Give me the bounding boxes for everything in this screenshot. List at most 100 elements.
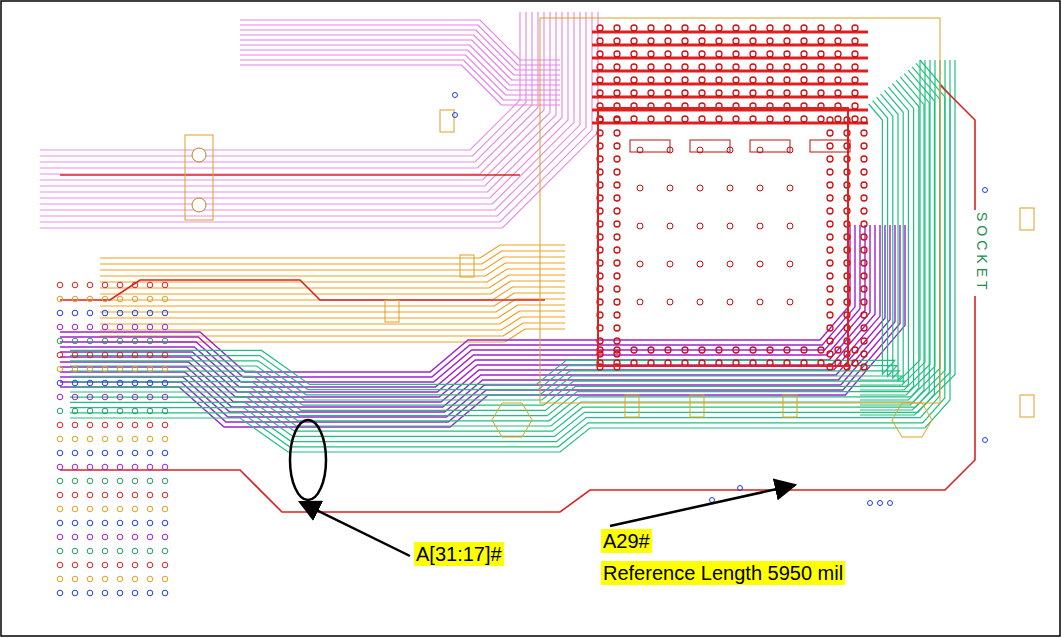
pcb-trace: [40, 12, 526, 156]
via: [87, 422, 93, 428]
socket-pin: [682, 116, 688, 122]
socket-pin: [827, 195, 833, 201]
socket-pin: [861, 117, 867, 123]
capacitor-pad: [690, 140, 730, 152]
socket-pin: [614, 25, 620, 31]
socket-pin: [861, 247, 867, 253]
socket-pin: [827, 182, 833, 188]
socket-pin: [648, 116, 654, 122]
socket-pin: [597, 77, 603, 83]
via: [57, 352, 63, 358]
via: [117, 422, 123, 428]
via: [102, 520, 108, 526]
via: [87, 548, 93, 554]
socket-pin: [631, 116, 637, 122]
socket-pin: [699, 116, 705, 122]
socket-pin: [767, 38, 773, 44]
socket-pin: [697, 223, 703, 229]
via-field: [57, 282, 168, 596]
socket-boss: [892, 403, 932, 437]
pcb-trace: [100, 245, 565, 258]
pcb-trace: [40, 12, 574, 204]
via: [102, 576, 108, 582]
socket-pin: [682, 25, 688, 31]
socket-pin: [614, 117, 620, 123]
socket-pin: [861, 299, 867, 305]
via: [57, 534, 63, 540]
pcb-trace: [40, 12, 532, 162]
socket-pin: [750, 25, 756, 31]
socket-pin: [614, 221, 620, 227]
socket-pin: [699, 64, 705, 70]
socket-pin: [648, 64, 654, 70]
via: [162, 534, 168, 540]
via: [117, 520, 123, 526]
via: [147, 450, 153, 456]
via: [147, 492, 153, 498]
socket-pin: [818, 77, 824, 83]
pcb-trace: [60, 225, 855, 377]
socket-pin: [614, 299, 620, 305]
socket-pin: [665, 64, 671, 70]
socket-pin: [861, 234, 867, 240]
socket-pin: [827, 286, 833, 292]
via: [87, 408, 93, 414]
via: [132, 366, 138, 372]
via: [72, 408, 78, 414]
socket-pin: [827, 325, 833, 331]
pcb-trace: [100, 275, 565, 288]
via: [72, 422, 78, 428]
pcb-trace: [40, 12, 592, 222]
pcb-trace: [40, 12, 538, 168]
via: [72, 562, 78, 568]
mounting-hole: [192, 148, 206, 162]
pcb-trace: [70, 101, 897, 390]
via: [888, 501, 893, 506]
via: [132, 548, 138, 554]
via: [132, 408, 138, 414]
socket-pin: [861, 273, 867, 279]
via: [72, 520, 78, 526]
via: [57, 436, 63, 442]
via: [102, 338, 108, 344]
via: [147, 310, 153, 316]
component-pad: [1020, 395, 1034, 417]
pcb-trace: [860, 60, 955, 415]
via: [453, 113, 458, 118]
mounting-hole: [192, 198, 206, 212]
via: [132, 576, 138, 582]
via: [132, 422, 138, 428]
via: [117, 352, 123, 358]
pcb-trace: [40, 12, 586, 216]
via: [87, 534, 93, 540]
via: [57, 576, 63, 582]
via: [132, 506, 138, 512]
pcb-trace: [240, 65, 560, 105]
socket-pin: [861, 325, 867, 331]
socket-pin: [818, 38, 824, 44]
trace-bundle: [40, 12, 598, 228]
socket-pin: [614, 347, 620, 353]
via: [102, 324, 108, 330]
socket-pin: [861, 351, 867, 357]
pcb-trace: [860, 60, 950, 410]
via: [162, 310, 168, 316]
socket-pin: [784, 90, 790, 96]
part-outline: [185, 135, 213, 220]
socket-pin: [757, 223, 763, 229]
via: [72, 394, 78, 400]
pcb-trace: [40, 12, 598, 228]
via: [162, 478, 168, 484]
via: [147, 464, 153, 470]
socket-pin: [716, 77, 722, 83]
via: [72, 534, 78, 540]
socket-pin: [750, 51, 756, 57]
socket-pin: [852, 38, 858, 44]
socket-pin: [827, 299, 833, 305]
socket-pin: [852, 51, 858, 57]
socket-pin: [697, 185, 703, 191]
socket-pin: [614, 130, 620, 136]
socket-pin: [852, 347, 858, 353]
via: [117, 436, 123, 442]
